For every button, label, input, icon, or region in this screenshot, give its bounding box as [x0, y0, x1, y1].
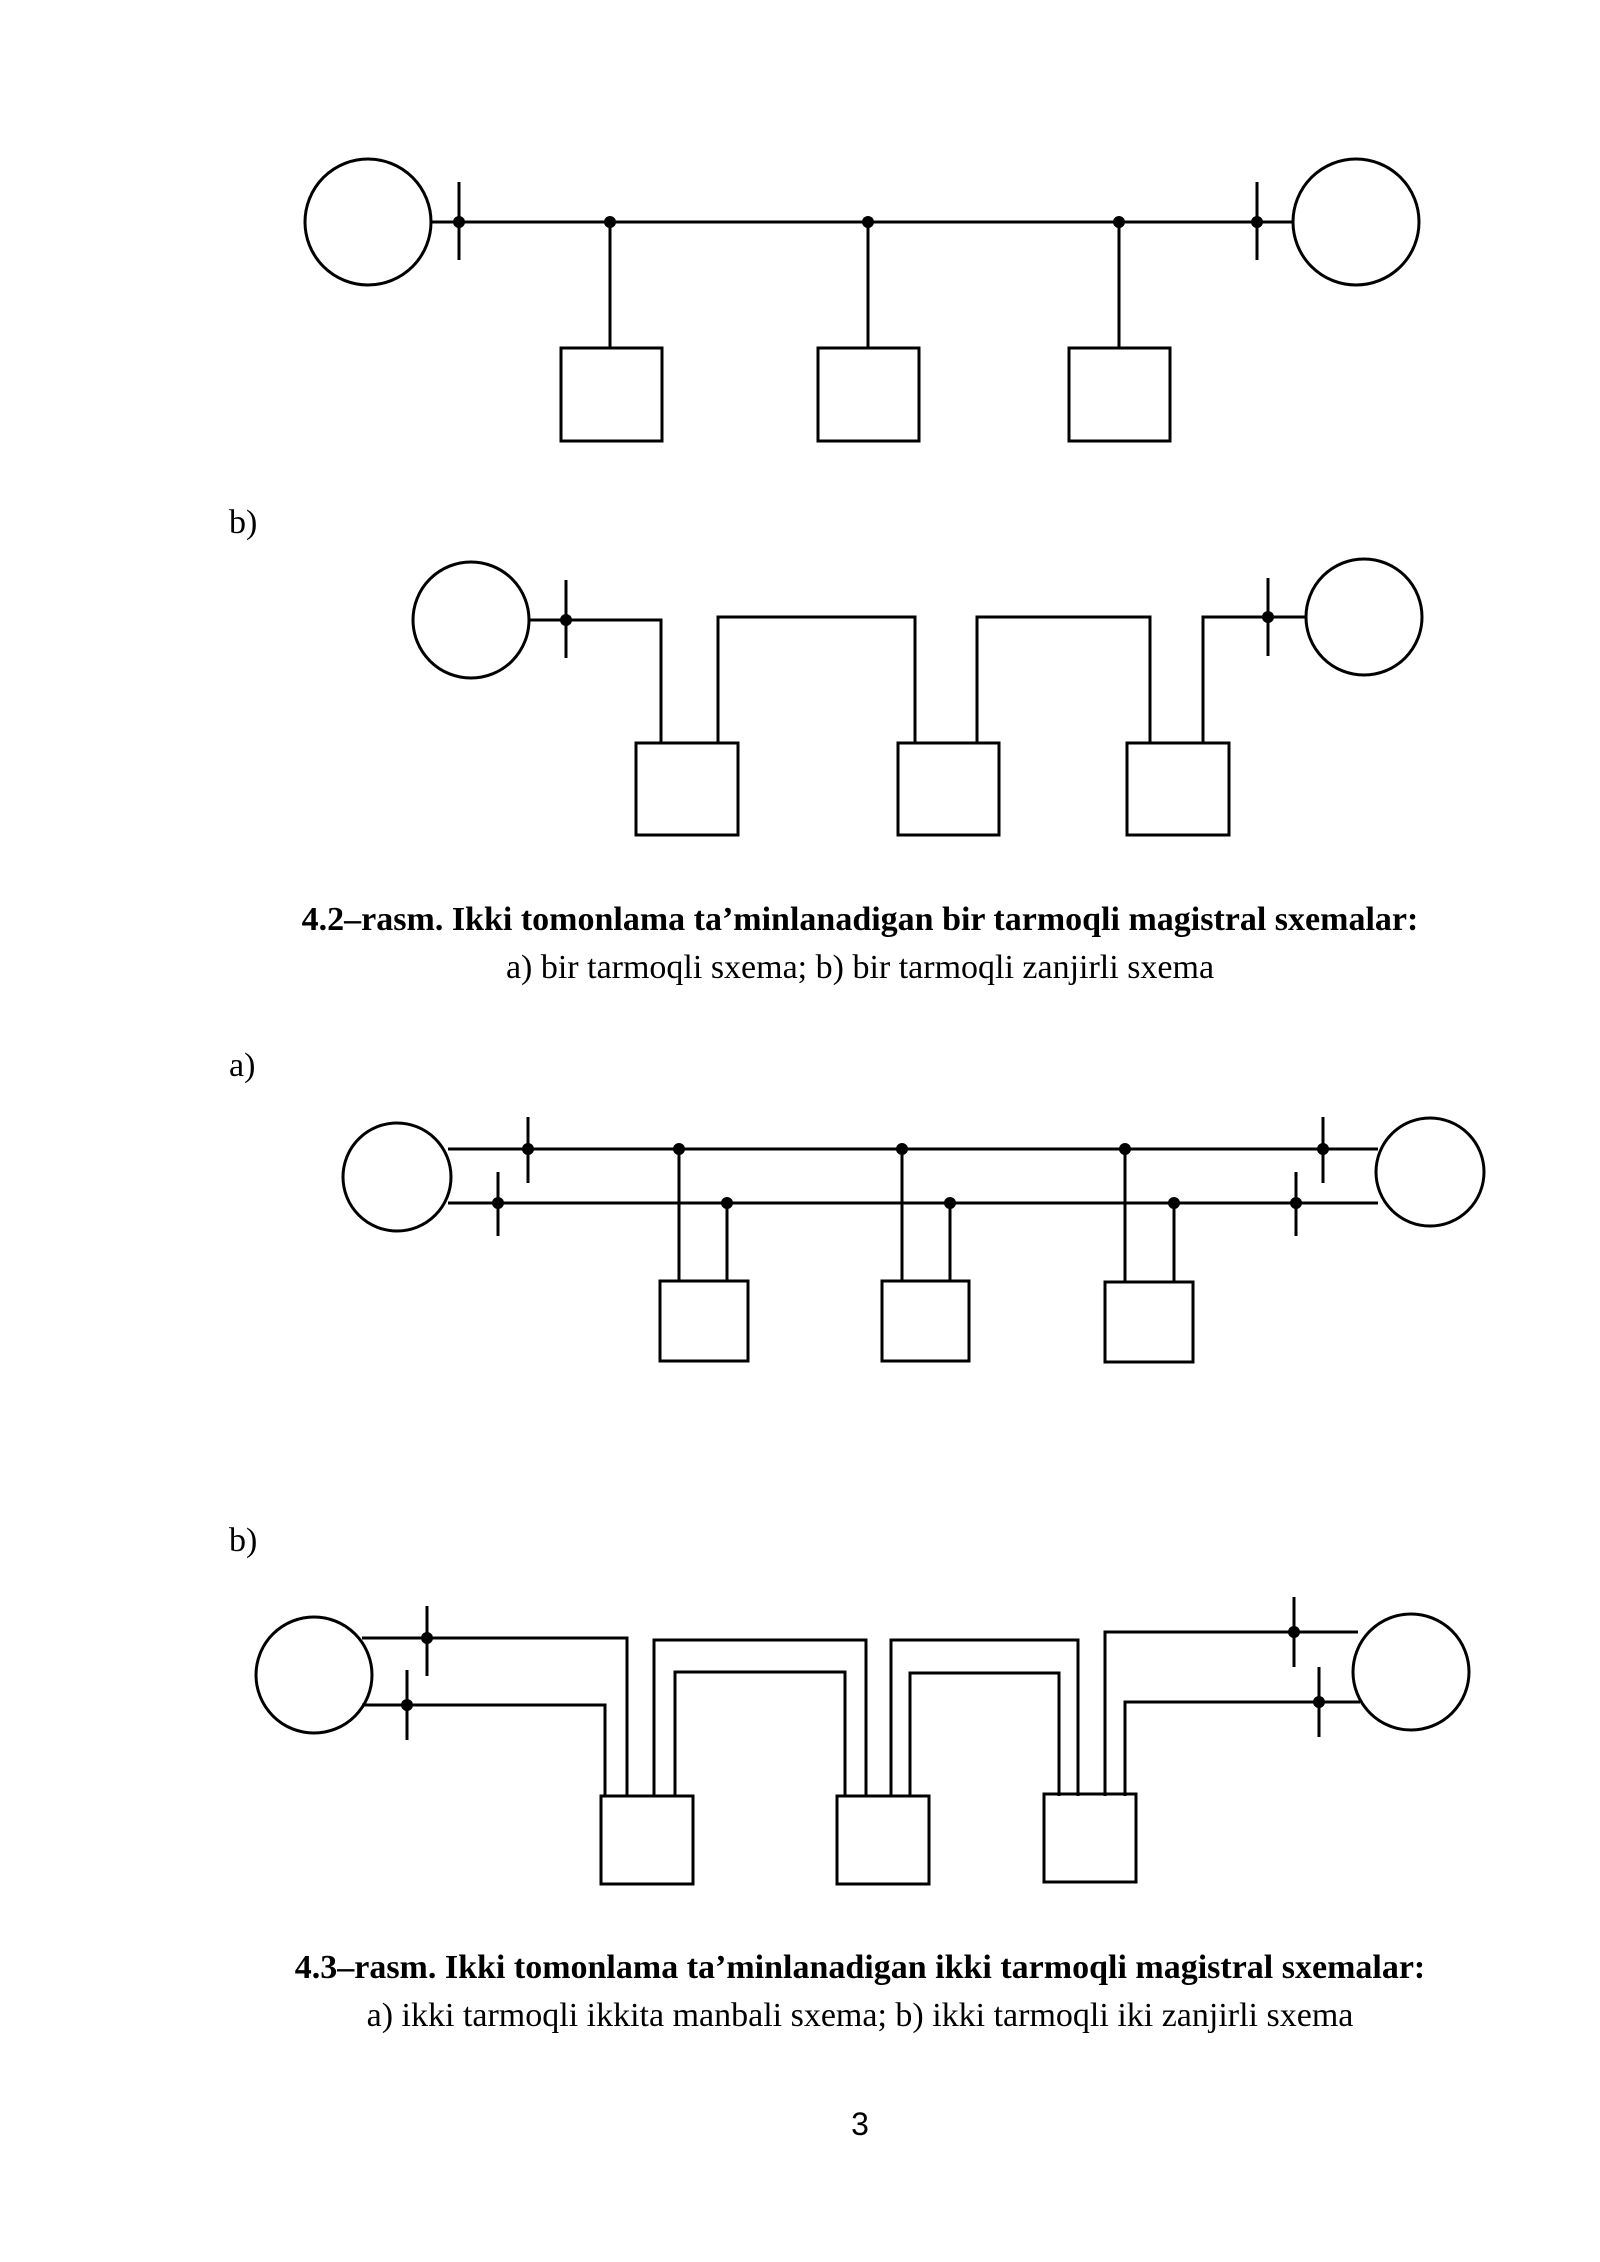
figure-43-caption-sub: a) ikki tarmoqli ikkita manbali sxema; b… — [366, 1997, 1354, 2034]
node — [1317, 1143, 1329, 1155]
page-number: 3 — [851, 2106, 869, 2142]
node — [453, 216, 465, 228]
load-box — [1042, 1792, 1138, 1884]
chain-line-outer — [652, 1638, 868, 1796]
chain-line-outer — [889, 1638, 1080, 1796]
load-box — [658, 1279, 750, 1363]
chain-line-inner — [362, 1703, 607, 1796]
load-box — [835, 1794, 931, 1886]
load-box — [1103, 1280, 1195, 1364]
chain-line — [716, 615, 917, 743]
load-box — [880, 1279, 971, 1363]
load-box — [816, 346, 921, 443]
chain-line-inner — [908, 1671, 1061, 1796]
figure-42b-label: b) — [229, 504, 258, 541]
chain-line-inner — [1123, 1700, 1360, 1796]
load-box — [559, 346, 664, 443]
node — [522, 1143, 534, 1155]
load-box — [1067, 346, 1172, 443]
load-box — [599, 1794, 695, 1886]
figure-43a-label: a) — [229, 1047, 256, 1084]
chain-line-outer — [362, 1636, 629, 1796]
source-right — [1374, 1116, 1486, 1228]
source-left — [254, 1615, 374, 1735]
node — [492, 1197, 504, 1209]
source-right — [1304, 557, 1424, 677]
figure-43b-label: b) — [229, 1522, 258, 1559]
node — [1251, 216, 1263, 228]
chain-line — [1201, 615, 1306, 743]
node — [1290, 1197, 1302, 1209]
diagram-43a — [341, 1116, 1486, 1364]
diagram-43b — [254, 1597, 1471, 1886]
source-left — [303, 157, 433, 287]
figure-42-caption: 4.2–rasm. Ikki tomonlama ta’minlanadigan… — [0, 896, 1600, 992]
diagram-42a — [303, 157, 1421, 443]
figure-43-caption: 4.3–rasm. Ikki tomonlama ta’minlanadigan… — [0, 1944, 1600, 2040]
source-left — [341, 1121, 453, 1233]
figure-42-caption-title: 4.2–rasm. Ikki tomonlama ta’minlanadigan… — [301, 901, 1419, 938]
chain-line — [529, 618, 663, 743]
chain-line — [975, 615, 1152, 743]
load-box — [634, 741, 740, 837]
diagram-42b — [411, 557, 1424, 837]
figure-42-caption-sub: a) bir tarmoqli sxema; b) bir tarmoqli z… — [505, 949, 1215, 986]
source-left — [411, 560, 531, 680]
source-right — [1291, 157, 1421, 287]
chain-line-outer — [1103, 1630, 1358, 1796]
load-box — [896, 741, 1001, 837]
source-right — [1351, 1612, 1471, 1732]
chain-line-inner — [673, 1670, 847, 1796]
figure-43-caption-title: 4.3–rasm. Ikki tomonlama ta’minlanadigan… — [294, 1949, 1426, 1986]
load-box — [1125, 741, 1231, 837]
